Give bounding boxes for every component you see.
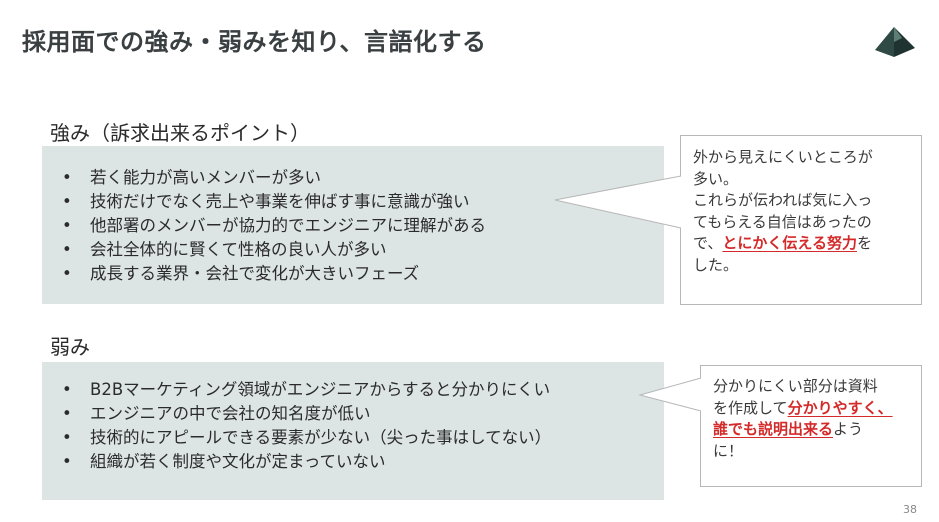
list-item: エンジニアの中で会社の知名度が低い — [42, 402, 664, 426]
slide-title: 採用面での強み・弱みを知り、言語化する — [22, 28, 487, 56]
callout-text: これらが伝われば気に入っ — [693, 191, 873, 209]
callout-text: 外から見えにくいところが — [693, 148, 873, 166]
callout-text: 分かりにくい部分は資料 — [713, 377, 878, 395]
list-item: 技術的にアピールできる要素が少ない（尖った事はしてない） — [42, 426, 664, 450]
pyramid-logo-icon — [875, 27, 915, 57]
callout-text: で、とにかく伝える努力を — [693, 233, 909, 255]
weaknesses-panel: B2Bマーケティング領域がエンジニアからすると分かりにくい エンジニアの中で会社… — [42, 362, 664, 500]
list-item: 組織が若く制度や文化が定まっていない — [42, 450, 664, 474]
callout-text: に！ — [713, 441, 744, 460]
strengths-heading: 強み（訴求出来るポイント） — [50, 121, 310, 145]
callout-text: した。 — [693, 255, 739, 274]
callout-text: てもらえる自信はあったの — [693, 212, 872, 231]
weaknesses-list: B2Bマーケティング領域がエンジニアからすると分かりにくい エンジニアの中で会社… — [42, 378, 664, 474]
callout-text: を — [856, 234, 872, 252]
list-item: B2Bマーケティング領域がエンジニアからすると分かりにくい — [42, 378, 664, 402]
callout-emphasis: 誰でも説明出来る — [713, 420, 834, 438]
weaknesses-callout: 分かりにくい部分は資料 を作成して分かりやすく、 誰でも説明出来るよう に！ — [700, 365, 922, 487]
callout-text: を作成して — [713, 398, 788, 417]
callout-emphasis: とにかく伝える努力 — [722, 234, 857, 252]
strengths-panel: 若く能力が高いメンバーが多い 技術だけでなく売上や事業を伸ばす事に意識が強い 他… — [42, 146, 664, 304]
list-item: 若く能力が高いメンバーが多い — [42, 166, 664, 190]
callout-emphasis: 分かりやすく、 — [787, 398, 893, 417]
list-item: 他部署のメンバーが協力的でエンジニアに理解がある — [42, 214, 664, 238]
callout-text: 多い。 — [693, 169, 739, 188]
page-number: 38 — [903, 503, 917, 516]
callout-text: 誰でも説明出来るよう — [713, 419, 909, 441]
list-item: 会社全体的に賢くて性格の良い人が多い — [42, 238, 664, 262]
list-item: 技術だけでなく売上や事業を伸ばす事に意識が強い — [42, 190, 664, 214]
strengths-list: 若く能力が高いメンバーが多い 技術だけでなく売上や事業を伸ばす事に意識が強い 他… — [42, 166, 664, 286]
callout-text: を作成して分かりやすく、 — [713, 398, 909, 420]
callout-text: よう — [833, 420, 864, 438]
weaknesses-heading: 弱み — [50, 335, 90, 359]
callout-text: で、 — [693, 234, 723, 252]
list-item: 成長する業界・会社で変化が大きいフェーズ — [42, 262, 664, 286]
strengths-callout: 外から見えにくいところが 多い。 これらが伝われば気に入っ てもらえる自信はあっ… — [680, 135, 922, 305]
